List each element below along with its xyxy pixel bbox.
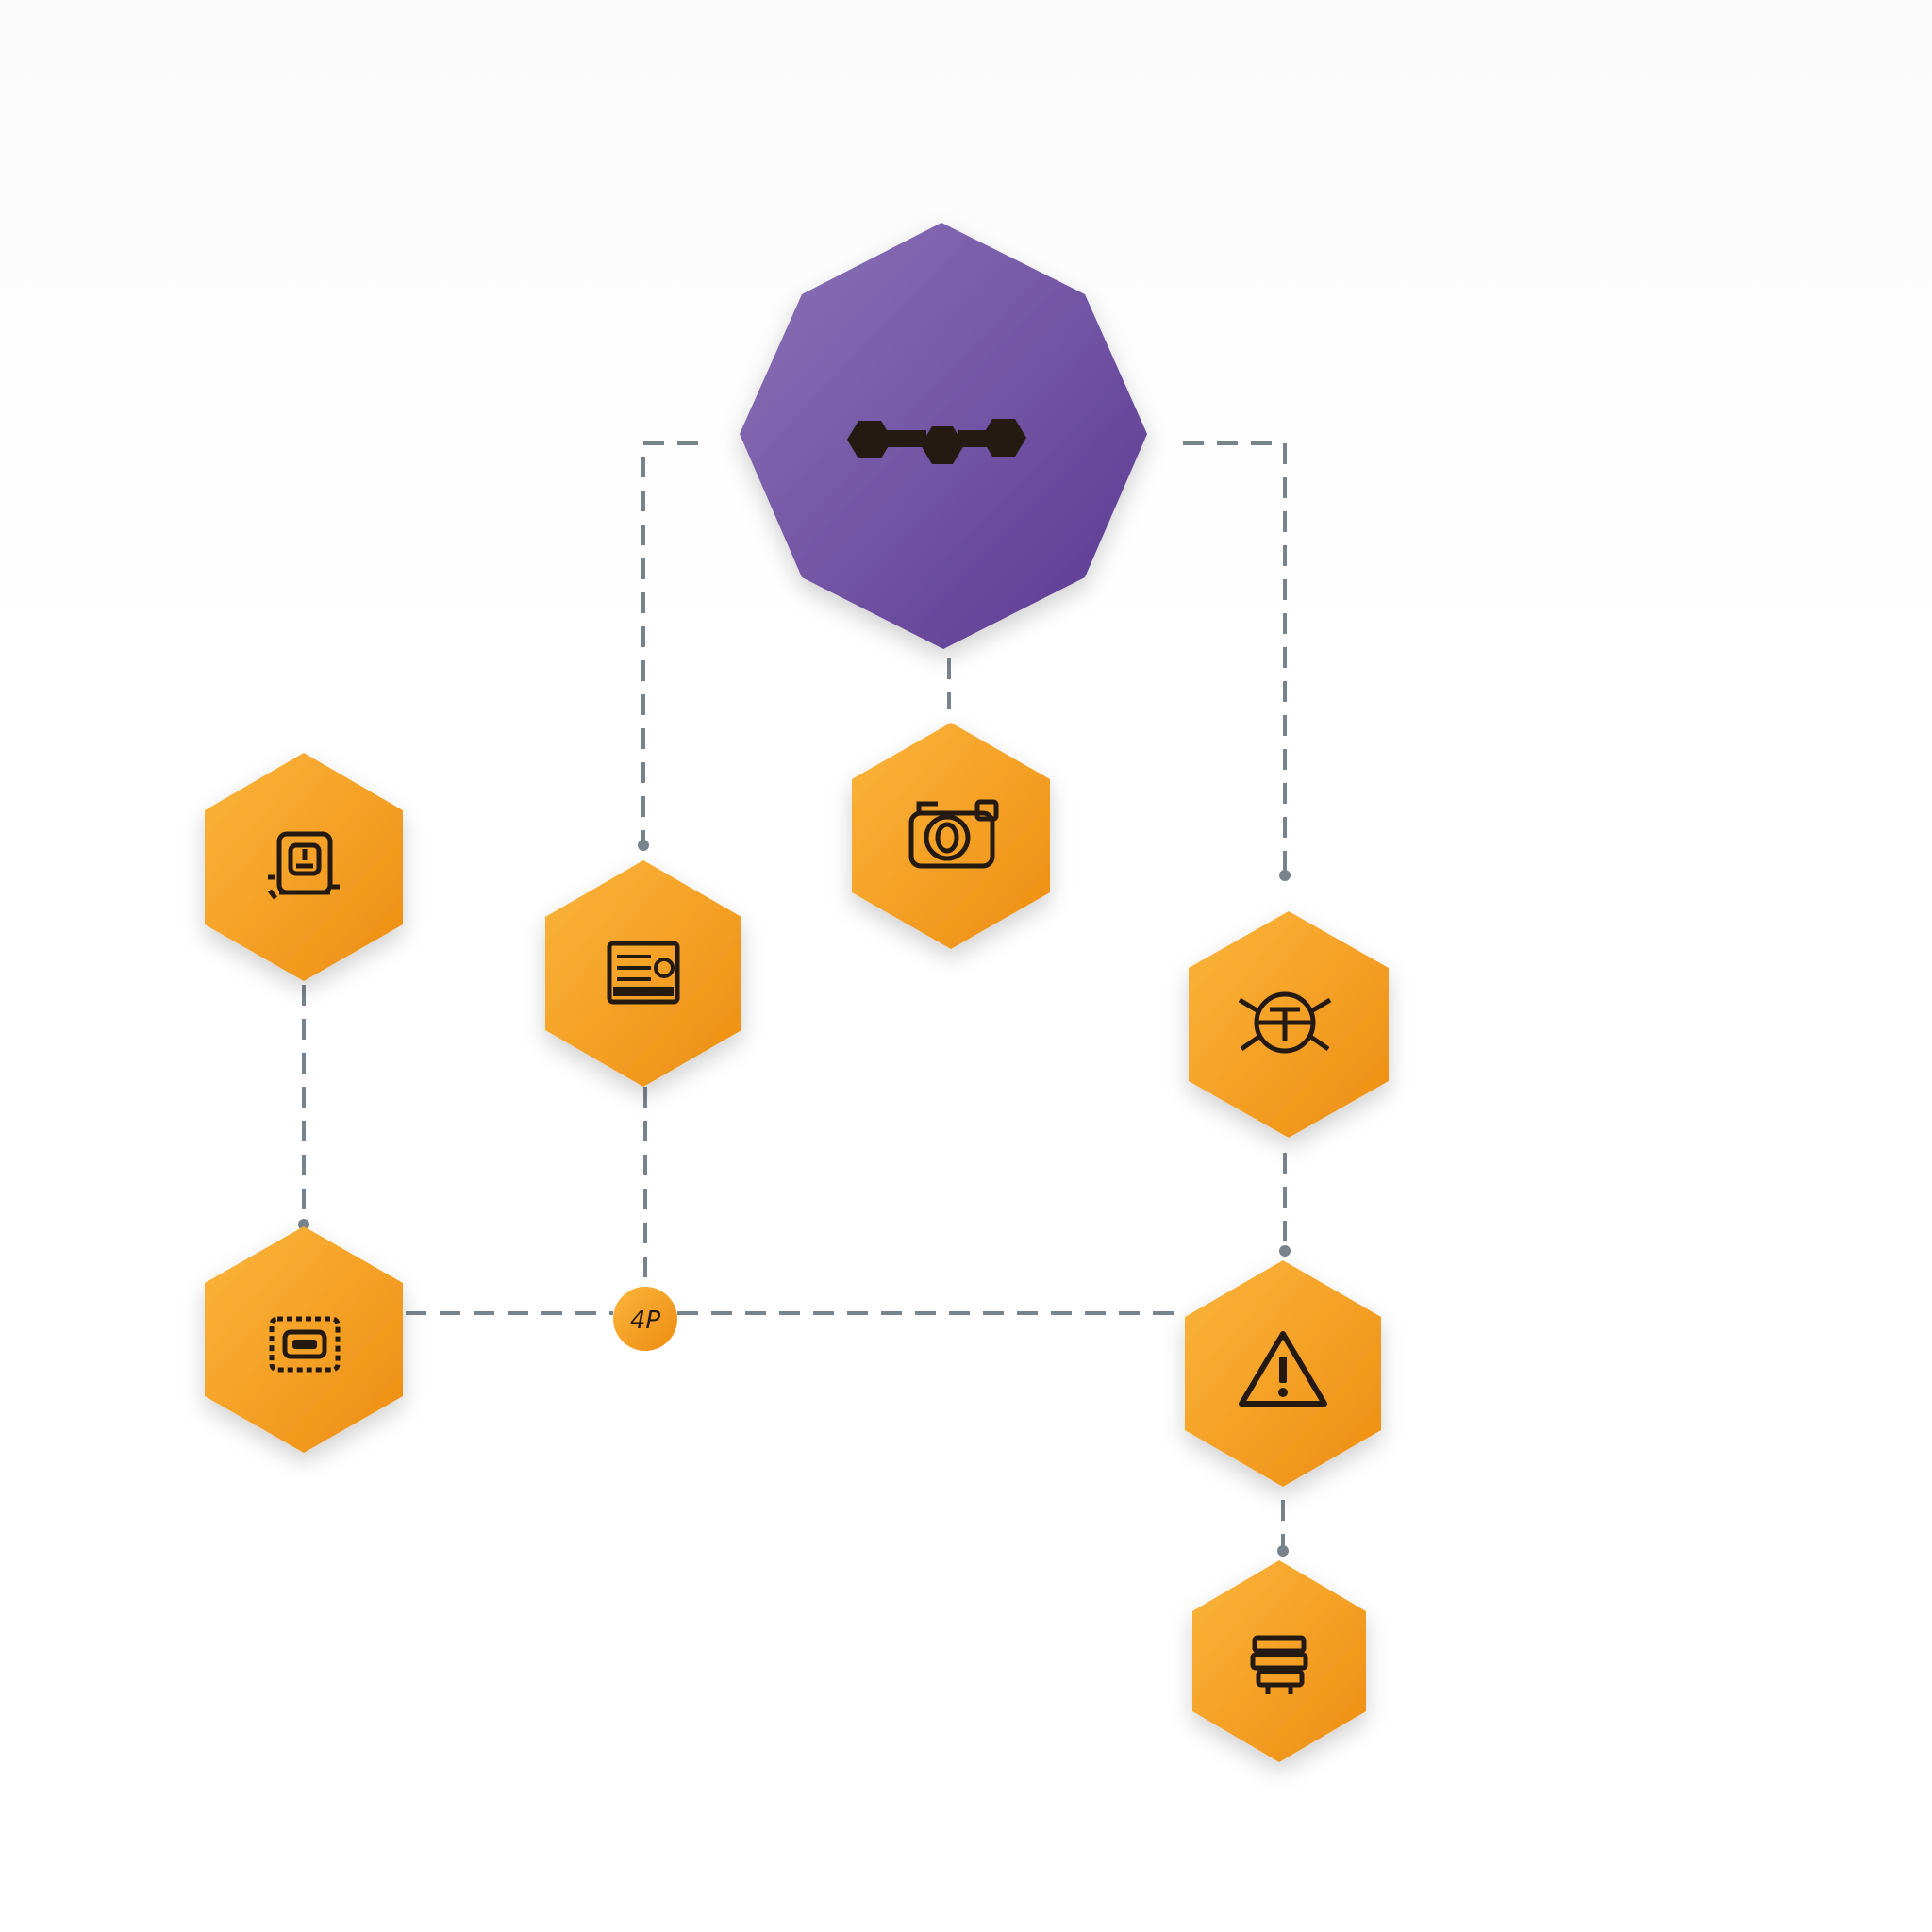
connector-endpoints [298,840,1291,1557]
connector-dot [1279,1245,1291,1257]
node-bottom-right[interactable] [1192,1560,1366,1762]
node-upper-left[interactable] [205,753,403,981]
connector-dot [638,840,649,851]
hexagon-node [1192,1560,1366,1762]
data-panel-icon [607,941,680,1005]
id-badge-icon [268,831,340,900]
warning-icon [1239,1331,1327,1407]
hexagon-node [852,723,1050,949]
node-warning[interactable] [1185,1260,1381,1487]
connector-hub-to-inner-left [641,441,698,845]
node-center[interactable] [852,723,1050,949]
connectors [298,441,1291,1557]
node-inner-right[interactable] [1189,911,1389,1138]
connector-dot [1277,1545,1289,1557]
junction-node[interactable]: 4P [613,1287,677,1351]
connector-dot [298,1219,309,1230]
connector-dot [1279,870,1291,881]
camera-icon [908,799,999,869]
connector-hub-to-inner-right [1183,441,1287,879]
chip-icon [269,1316,341,1373]
node-lower-left[interactable] [205,1226,403,1453]
chain-of-hexagons-icon [847,419,1026,464]
junction-label: 4P [630,1307,661,1335]
hexagon-node [545,860,741,1087]
node-inner-left[interactable] [545,860,741,1087]
hub-node[interactable] [740,223,1147,649]
bug-icon [1238,991,1332,1054]
stack-icon [1250,1635,1308,1694]
junction-circle [613,1287,677,1351]
